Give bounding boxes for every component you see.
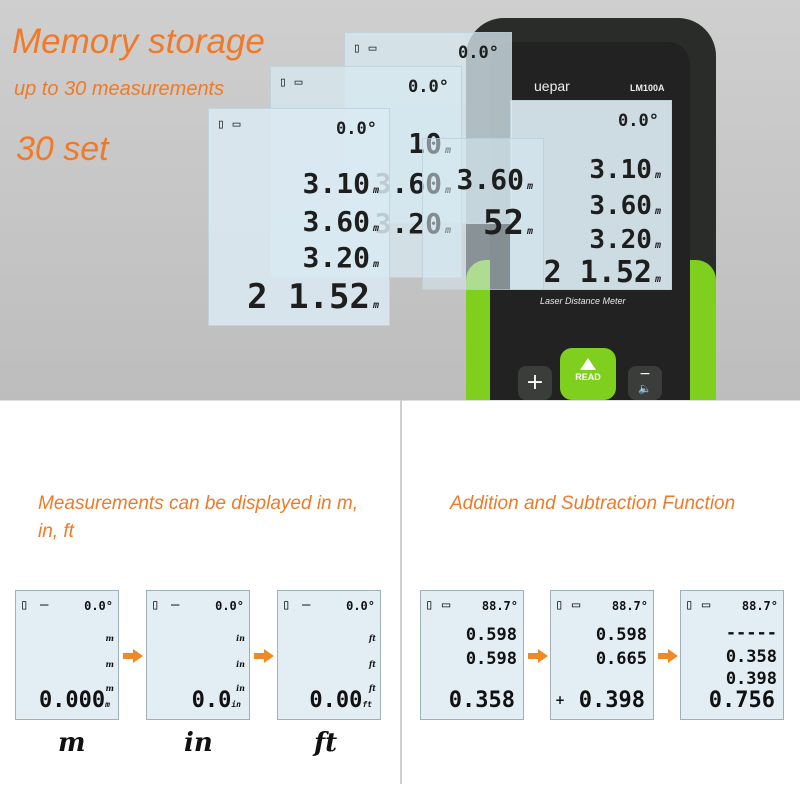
addsub-section-title: Addition and Subtraction Function [450,493,736,514]
screen-line: 0.598 [465,649,517,669]
screen-dash: — [302,597,311,613]
screen-line: 0.398 [725,669,777,689]
arrow-head-icon [133,649,143,663]
arrow-head-icon [538,649,548,663]
minus-label: − [639,366,651,382]
banner-set-count: 30 set [16,130,109,168]
addsub-screen-1: ▯ ▭ 88.7° 0.598 0.598 0.358 [420,590,524,720]
screen-angle: 0.0° [215,599,244,613]
panel-icons: ▯ ▭ [279,75,303,90]
panel-angle: 0.0° [336,119,377,139]
arrow-right-icon [658,653,668,659]
read-button[interactable]: READ [560,348,616,400]
screen-line: 0.665 [595,649,647,669]
unit-label-m: m [58,728,86,758]
screen-angle: 0.0° [84,599,113,613]
plus-button[interactable]: + [518,366,552,400]
screen-unit: m [105,633,114,643]
screen-main-value: 0.756 [708,688,775,713]
screen-angle: 88.7° [741,599,778,613]
unit-label-in: in [184,728,213,758]
addsub-screen-3: ▯ ▭ 88.7° ----- 0.358 0.398 0.756 [680,590,784,720]
screen-dash: — [171,597,180,613]
screen-angle: 88.7° [611,599,648,613]
screen-dash: — [40,597,49,613]
screen-line: 0.598 [595,625,647,645]
screen-unit: in [236,633,245,643]
battery-laser-icons: ▯ ▭ [685,597,711,613]
screen-main-value: 0.358 [448,688,515,713]
triangle-up-icon [580,358,596,370]
battery-laser-icons: ▯ [282,597,291,613]
screen-unit: ft [368,683,376,693]
addsub-screen-2: ▯ ▭ 88.7° 0.598 0.665 + 0.398 [550,590,654,720]
screen-angle: 0.0° [346,599,375,613]
unit-screen-ft: ▯ — 0.0° ft ft ft 0.00ft [277,590,381,720]
units-section-title: Measurements can be displayed in m, in, … [38,493,358,542]
screen-main-value: 0.000m [38,688,110,713]
device-screen-angle: 0.0° [618,111,659,131]
unit-screen-m: ▯ — 0.0° m m m 0.000m [15,590,119,720]
arrow-right-icon [254,653,264,659]
screen-unit: ft [368,659,376,669]
screen-main-value: 0.398 [578,688,645,713]
plus-sign: + [555,693,566,707]
panel-icons: ▯ ▭ [217,117,241,132]
device-grip-right [690,260,716,400]
speaker-icon: 🔈 [638,382,652,395]
screen-unit: ft [368,633,376,643]
screen-unit: m [105,683,114,693]
screen-line: 0.598 [465,625,517,645]
battery-laser-icons: ▯ ▭ [555,597,581,613]
device-caption: Laser Distance Meter [540,296,626,306]
arrow-right-icon [123,653,133,659]
read-button-label: READ [575,372,601,382]
unit-label-ft: ft [314,728,338,758]
unit-screen-in: ▯ — 0.0° in in in 0.0in [146,590,250,720]
panel-angle: 0.0° [458,43,499,63]
screen-line: ----- [725,623,777,643]
panel-icons: ▯ ▭ [353,41,377,56]
battery-laser-icons: ▯ ▭ [425,597,451,613]
screen-unit: m [105,659,114,669]
banner-subtitle: up to 30 measurements [14,78,225,100]
screen-main-value: 0.0in [191,688,241,713]
device-model: LM100A [630,83,665,93]
battery-laser-icons: ▯ [20,597,29,613]
screen-unit: in [236,683,245,693]
screen-main-value: 0.00ft [309,688,372,713]
minus-sound-button[interactable]: − 🔈 [628,366,662,400]
arrow-right-icon [528,653,538,659]
screen-line: 0.358 [725,647,777,667]
memory-storage-banner: uepar LM100A ▯ ▭ 0.0° ▯ ▭ 0.0° 10m 3.60m… [0,0,800,400]
screen-unit: in [236,659,245,669]
arrow-head-icon [668,649,678,663]
arrow-head-icon [264,649,274,663]
screen-angle: 88.7° [481,599,518,613]
vertical-divider [400,400,402,784]
panel-angle: 0.0° [408,77,449,97]
banner-title: Memory storage [12,22,265,61]
device-brand: uepar [534,78,570,94]
battery-laser-icons: ▯ [151,597,160,613]
